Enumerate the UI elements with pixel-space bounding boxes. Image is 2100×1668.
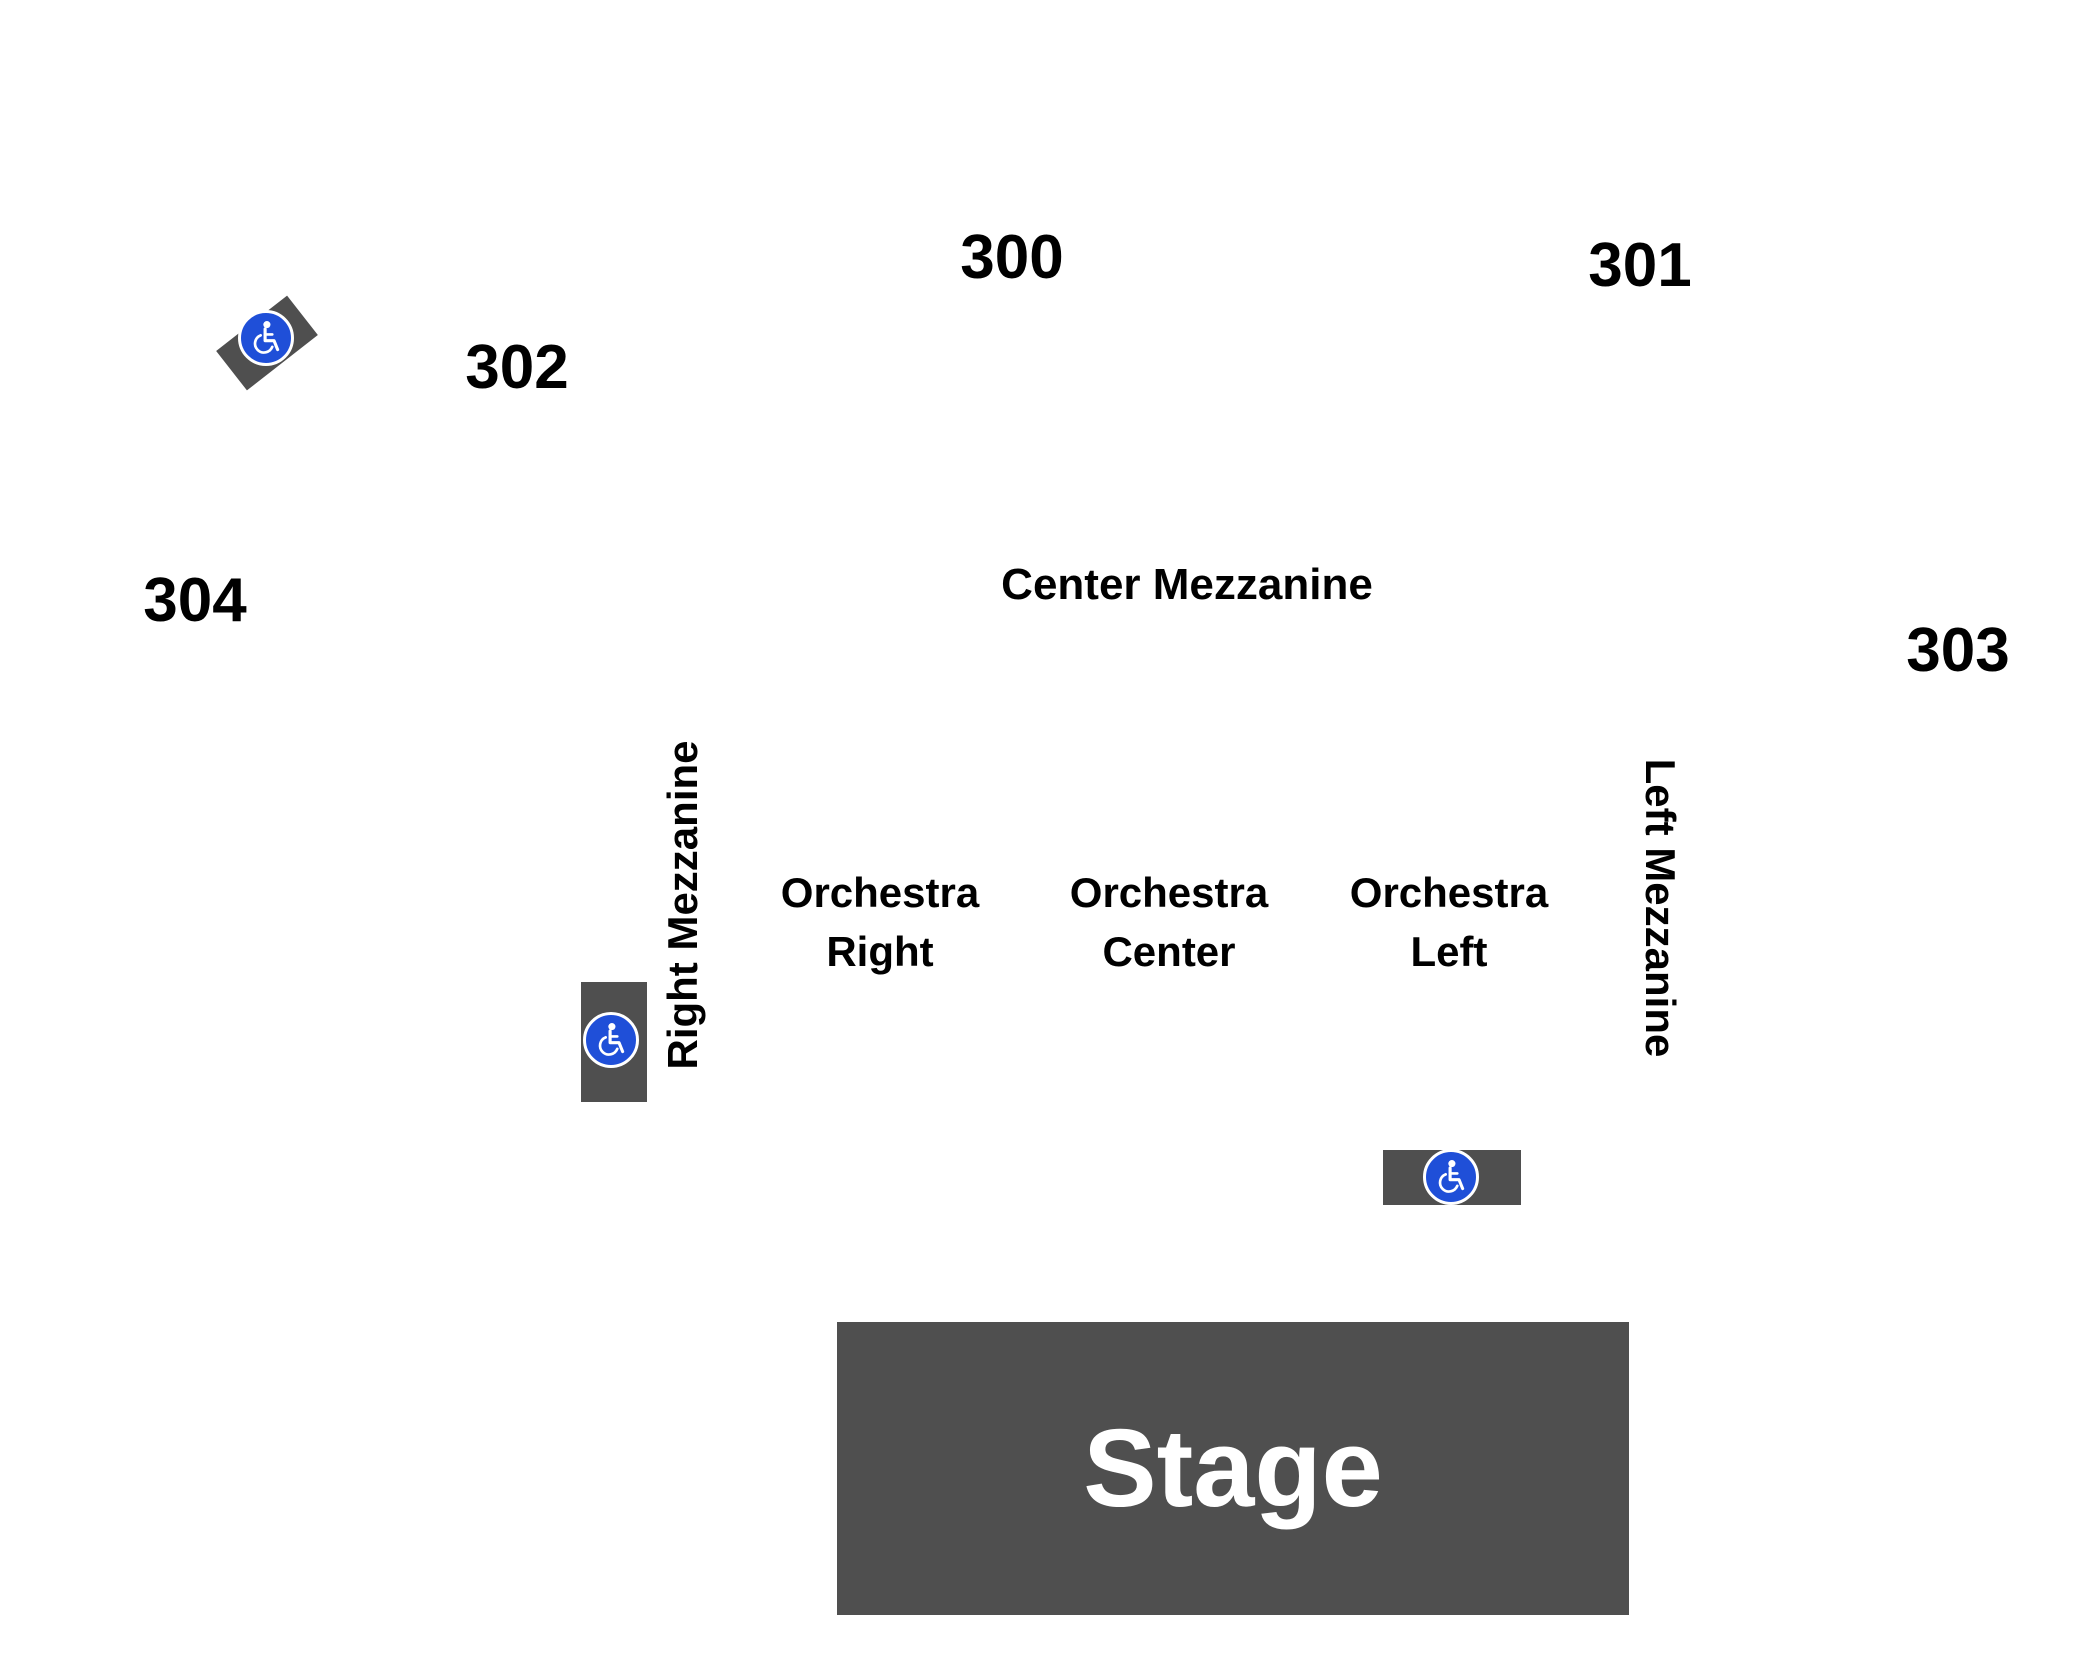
orchestra-right-line-1: Orchestra	[780, 869, 980, 916]
section-301[interactable]: 301	[1588, 231, 1692, 300]
wheelchair-icon	[1423, 1149, 1479, 1205]
stage-label: Stage	[1083, 1406, 1383, 1530]
section-302[interactable]: 302	[465, 333, 569, 402]
area-orchestra-right[interactable]: Orchestra Right	[781, 863, 979, 981]
area-orchestra-center[interactable]: Orchestra Center	[1070, 863, 1268, 981]
orchestra-right-line-2: Right	[826, 928, 934, 975]
wheelchair-glyph	[253, 321, 280, 354]
orchestra-left-line-2: Left	[1410, 928, 1488, 975]
area-right-mezzanine[interactable]: Right Mezzanine	[659, 740, 706, 1070]
wheelchair-glyph	[598, 1023, 625, 1056]
orchestra-center-line-2: Center	[1102, 928, 1236, 975]
wheelchair-icon	[583, 1012, 639, 1068]
section-303[interactable]: 303	[1906, 616, 2010, 685]
section-300[interactable]: 300	[960, 223, 1064, 292]
orchestra-center-line-1: Orchestra	[1069, 869, 1269, 916]
wheelchair-glyph	[1438, 1160, 1465, 1193]
section-304[interactable]: 304	[143, 566, 247, 635]
stage: Stage	[837, 1322, 1629, 1615]
area-left-mezzanine[interactable]: Left Mezzanine	[1637, 758, 1684, 1058]
wheelchair-icon	[238, 310, 294, 366]
orchestra-left-line-1: Orchestra	[1349, 869, 1549, 916]
area-orchestra-left[interactable]: Orchestra Left	[1350, 863, 1548, 981]
area-center-mezzanine[interactable]: Center Mezzanine	[1001, 560, 1373, 609]
